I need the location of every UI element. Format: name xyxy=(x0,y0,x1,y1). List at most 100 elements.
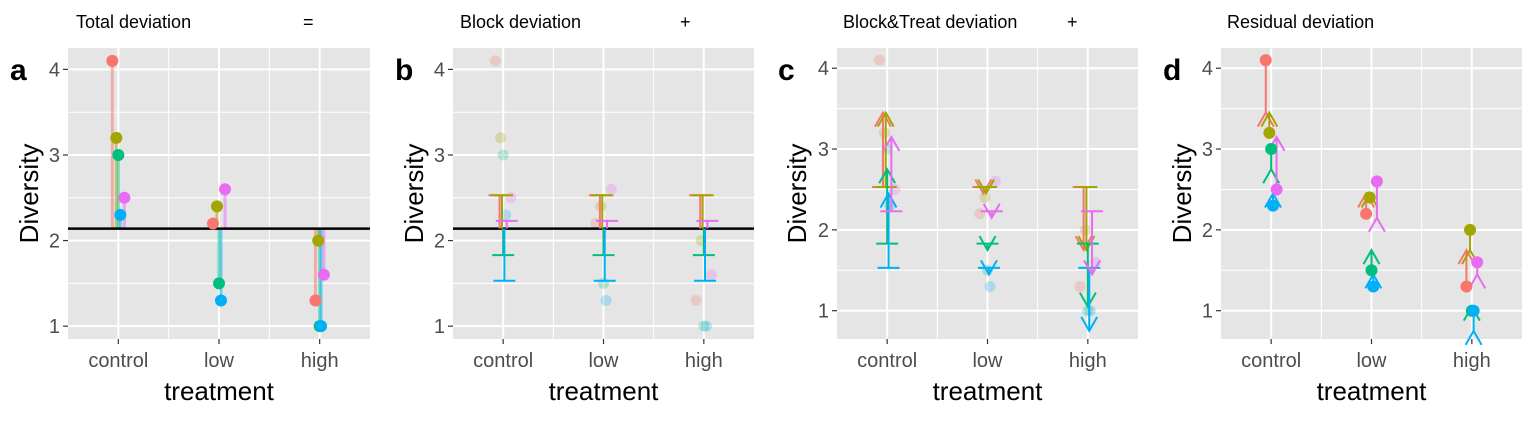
data-point xyxy=(112,148,125,161)
x-tick-label: low xyxy=(972,350,1003,372)
faded-data-point xyxy=(500,209,512,221)
data-point xyxy=(1270,183,1283,196)
y-tick-label: 1 xyxy=(1202,301,1213,323)
y-tick-label: 4 xyxy=(818,58,829,80)
panel-title: Block&Treat deviation xyxy=(843,12,1017,32)
arrowhead xyxy=(1074,235,1093,253)
x-tick-label: high xyxy=(1069,350,1107,372)
data-point xyxy=(1467,304,1480,317)
faded-data-point xyxy=(495,132,507,144)
faded-data-point xyxy=(879,127,891,139)
faded-data-point xyxy=(1074,280,1086,292)
arrowhead xyxy=(1083,259,1101,277)
fitted-arrowhead xyxy=(1368,215,1386,233)
x-tick-label: low xyxy=(204,350,235,372)
faded-data-point xyxy=(1079,224,1091,236)
faded-data-point xyxy=(1082,305,1094,317)
faded-data-point xyxy=(505,192,517,204)
arrowhead xyxy=(878,167,897,184)
y-tick-label: 2 xyxy=(818,220,829,242)
y-tick-label: 1 xyxy=(818,301,829,323)
data-point xyxy=(312,234,325,247)
faded-data-point xyxy=(600,294,612,306)
data-point xyxy=(215,294,227,307)
y-tick-label: 3 xyxy=(434,145,445,167)
data-point xyxy=(1471,256,1484,269)
data-point xyxy=(1464,223,1477,236)
data-point xyxy=(1259,54,1272,67)
faded-data-point xyxy=(873,54,885,66)
y-tick-label: 1 xyxy=(434,316,445,338)
panel-operator: + xyxy=(680,12,691,32)
arrowhead xyxy=(1080,316,1099,333)
x-tick-label: low xyxy=(588,350,619,372)
y-axis-title: Diversity xyxy=(14,144,44,244)
data-point xyxy=(1265,143,1278,156)
panel-letter: a xyxy=(10,54,27,87)
y-axis-title: Diversity xyxy=(399,144,429,244)
data-point xyxy=(219,183,231,196)
panel-operator: = xyxy=(303,12,314,32)
arrowhead xyxy=(977,179,995,196)
y-axis-title: Diversity xyxy=(1167,144,1197,244)
faded-data-point xyxy=(598,277,609,289)
y-axis-title: Diversity xyxy=(782,144,812,244)
x-tick-label: control xyxy=(857,350,917,372)
data-point xyxy=(207,217,219,230)
data-point xyxy=(1365,264,1378,277)
arrowhead xyxy=(982,203,1001,220)
arrowhead xyxy=(974,179,993,196)
fitted-arrowhead xyxy=(1457,248,1476,265)
panel-letter: b xyxy=(395,54,413,87)
data-point xyxy=(213,277,225,290)
fitted-arrowhead xyxy=(1464,328,1483,346)
data-point xyxy=(317,268,330,281)
faded-data-point xyxy=(700,320,712,332)
data-point xyxy=(1263,126,1276,139)
y-tick-label: 4 xyxy=(1202,58,1213,80)
x-tick-label: control xyxy=(473,350,533,372)
x-axis-title: treatment xyxy=(549,376,660,406)
x-tick-label: low xyxy=(1356,350,1387,372)
arrowhead xyxy=(879,191,898,208)
arrowhead xyxy=(1078,292,1097,309)
fitted-arrowhead xyxy=(1256,110,1275,128)
faded-data-point xyxy=(489,55,501,67)
faded-data-point xyxy=(979,192,991,204)
x-axis-title: treatment xyxy=(1317,376,1428,406)
arrowhead xyxy=(876,110,895,128)
panel-letter: d xyxy=(1163,54,1181,87)
data-point xyxy=(118,191,131,204)
data-point xyxy=(114,208,127,221)
y-tick-label: 1 xyxy=(49,316,60,338)
arrowhead xyxy=(980,259,998,277)
panel-title: Residual deviation xyxy=(1227,12,1374,32)
data-point xyxy=(309,294,322,307)
y-tick-label: 3 xyxy=(1202,139,1213,161)
data-point xyxy=(110,131,123,144)
data-point xyxy=(1460,280,1473,293)
y-tick-label: 2 xyxy=(49,231,60,253)
y-tick-label: 3 xyxy=(49,145,60,167)
x-tick-label: high xyxy=(1453,350,1491,372)
panel-operator: + xyxy=(1067,12,1078,32)
y-tick-label: 3 xyxy=(818,139,829,161)
panel-title: Total deviation xyxy=(76,12,191,32)
data-point xyxy=(1367,280,1380,293)
faded-data-point xyxy=(698,320,710,332)
x-tick-label: high xyxy=(301,350,339,372)
data-point xyxy=(106,54,119,67)
fitted-arrowhead xyxy=(1362,248,1381,265)
data-point xyxy=(1360,207,1373,220)
x-tick-label: high xyxy=(685,350,723,372)
arrowhead xyxy=(882,134,901,152)
faded-data-point xyxy=(974,208,986,220)
faded-data-point xyxy=(984,280,996,292)
y-tick-label: 4 xyxy=(49,59,60,81)
y-tick-label: 2 xyxy=(1202,220,1213,242)
x-axis-title: treatment xyxy=(164,376,275,406)
